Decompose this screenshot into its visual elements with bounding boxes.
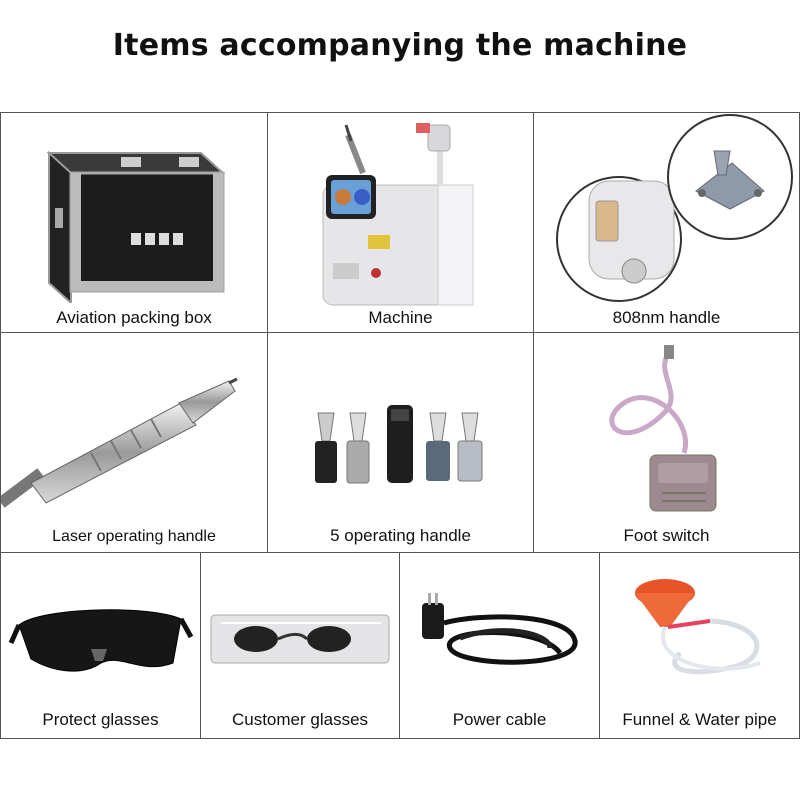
item-machine: Machine [267, 112, 534, 333]
item-label: 5 operating handle [330, 526, 471, 545]
foot-switch-icon [534, 333, 799, 523]
aviation-box-icon [1, 113, 267, 303]
page-title: Items accompanying the machine [112, 28, 688, 63]
item-label: Laser operating handle [52, 528, 216, 545]
item-aviation-packing-box: Aviation packing box [0, 112, 268, 333]
item-label: Funnel & Water pipe [622, 710, 777, 729]
item-808nm-handle: 808nm handle [533, 112, 800, 333]
item-label: Customer glasses [231, 710, 369, 729]
808nm-handle-icon [534, 113, 799, 308]
item-power-cable: Power cable [399, 552, 600, 739]
item-label: Machine [368, 308, 433, 327]
protect-glasses-icon [1, 553, 200, 703]
item-laser-operating-handle: Laser operating handle [0, 332, 268, 553]
laser-handle-icon [1, 333, 267, 523]
power-cable-icon [400, 553, 599, 703]
operating-tips-icon [268, 333, 533, 523]
item-label: 808nm handle [612, 308, 721, 327]
item-protect-glasses: Protect glasses [0, 552, 201, 739]
item-label: Foot switch [623, 526, 710, 545]
item-customer-glasses: Customer glasses [200, 552, 400, 739]
item-label: Aviation packing box [56, 308, 212, 327]
funnel-pipe-icon [600, 553, 799, 703]
customer-glasses-icon [201, 553, 399, 703]
item-5-operating-handle: 5 operating handle [267, 332, 534, 553]
item-foot-switch: Foot switch [533, 332, 800, 553]
laser-machine-icon [268, 113, 533, 308]
item-funnel-water-pipe: Funnel & Water pipe [599, 552, 800, 739]
item-label: Power cable [452, 710, 547, 729]
item-label: Protect glasses [42, 710, 159, 729]
